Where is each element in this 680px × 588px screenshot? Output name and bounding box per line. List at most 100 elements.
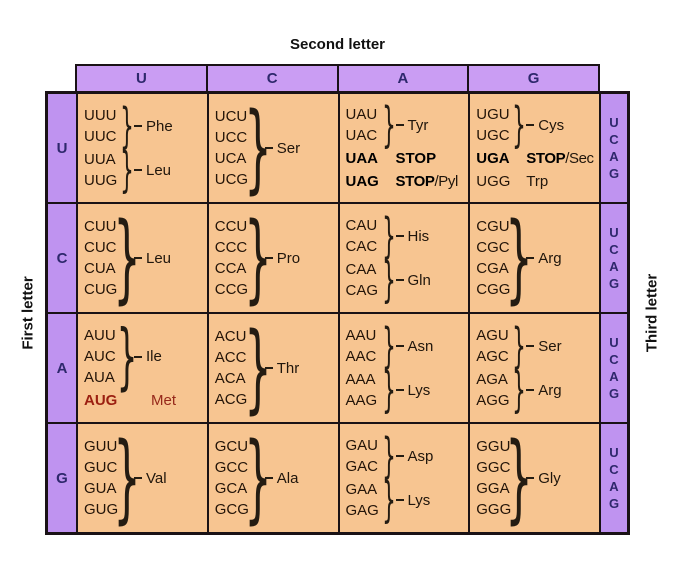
column-header-A: A bbox=[336, 66, 468, 91]
amino-acid-label: Gly bbox=[538, 469, 561, 487]
third-letter-A: A bbox=[609, 149, 619, 164]
codon-CGA: CGA bbox=[476, 260, 509, 277]
stop-label: STOP bbox=[395, 150, 437, 167]
codon-group: GAA GAG} Lys bbox=[346, 472, 469, 528]
first-letter-label: First letter bbox=[19, 276, 37, 350]
brace-icon: } bbox=[381, 252, 396, 308]
brace-dash bbox=[526, 257, 535, 259]
brace-icon: } bbox=[381, 472, 396, 528]
codon-CUG: CUG bbox=[84, 281, 118, 298]
stop-label: STOP bbox=[395, 173, 435, 190]
codon-CGU: CGU bbox=[476, 218, 510, 235]
amino-acid-label: His bbox=[407, 227, 430, 245]
column-header-C: C bbox=[205, 66, 337, 91]
codon-UUA: UUA bbox=[84, 151, 116, 168]
brace-dash bbox=[395, 124, 404, 126]
codon-ACU: ACU bbox=[214, 328, 247, 345]
brace-icon: } bbox=[381, 362, 396, 418]
brace-icon: } bbox=[505, 204, 533, 312]
codon-AGG: AGG bbox=[476, 392, 510, 409]
amino-acid-label: Lys bbox=[407, 491, 431, 509]
brace-icon: } bbox=[120, 142, 134, 198]
codon-stack: UAG bbox=[346, 171, 383, 192]
brace-dash bbox=[264, 257, 273, 259]
codon-CAU: CAU bbox=[345, 217, 378, 234]
codon-GAA: GAA bbox=[345, 481, 378, 498]
codon-UGA: UGA bbox=[476, 150, 510, 167]
amino-acid-label: Leu bbox=[146, 249, 172, 267]
row-label-G: G bbox=[48, 424, 76, 532]
column-header-U: U bbox=[135, 70, 147, 87]
codon-GGU: GGU bbox=[476, 438, 511, 455]
brace-icon: } bbox=[505, 424, 533, 532]
third-letter-C: C bbox=[609, 132, 619, 147]
codon-CGC: CGC bbox=[476, 239, 510, 256]
brace-icon: } bbox=[116, 314, 138, 398]
codon-AUC: AUC bbox=[84, 348, 116, 365]
codon-GUC: GUC bbox=[84, 459, 118, 476]
brace-icon: } bbox=[512, 97, 527, 153]
column-header-G: G bbox=[467, 66, 598, 91]
brace-dash bbox=[395, 389, 404, 391]
codon-stack: GAA GAG bbox=[346, 479, 383, 521]
brace-icon: } bbox=[381, 318, 396, 374]
third-letter-G: G bbox=[608, 496, 620, 511]
amino-acid-label: Asp bbox=[407, 447, 434, 465]
codon-GGG: GGG bbox=[476, 501, 512, 518]
codon-CAG: CAG bbox=[345, 282, 379, 299]
codon-AAC: AAC bbox=[345, 348, 377, 365]
codon-GGA: GGA bbox=[476, 480, 510, 497]
brace-dash bbox=[395, 235, 404, 237]
third-letter-G: G bbox=[608, 166, 620, 181]
codon-GAG: GAG bbox=[345, 502, 379, 519]
codon-AUU: AUU bbox=[84, 327, 116, 344]
codon-GCC: GCC bbox=[214, 459, 249, 476]
amino-acid-label: STOP/Sec bbox=[526, 150, 594, 167]
amino-acid-label: Tyr bbox=[407, 116, 429, 134]
codon-UUG: UUG bbox=[84, 172, 118, 189]
amino-acid-label: Met bbox=[151, 392, 177, 409]
third-letter-U: U bbox=[609, 335, 619, 350]
codon-CUC: CUC bbox=[84, 239, 117, 256]
brace-icon: } bbox=[381, 428, 396, 484]
third-letter-C: C bbox=[609, 352, 619, 367]
codon-UGC: UGC bbox=[476, 127, 510, 144]
codon-stack: UUA UUG bbox=[84, 149, 121, 191]
brace-icon: } bbox=[244, 314, 272, 422]
codon-UGG: UGG bbox=[476, 173, 511, 190]
third-letter-C: C bbox=[609, 462, 619, 477]
codon-GAC: GAC bbox=[345, 458, 379, 475]
brace-dash bbox=[134, 257, 142, 259]
brace-dash bbox=[526, 477, 535, 479]
codon-UCU: UCU bbox=[214, 108, 248, 125]
codon-UCA: UCA bbox=[214, 150, 247, 167]
